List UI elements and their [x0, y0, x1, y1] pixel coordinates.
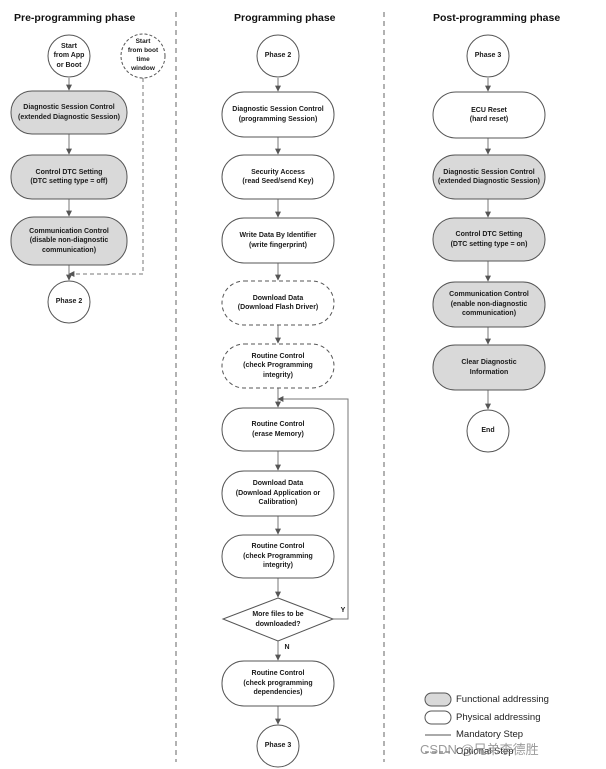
watermark: CSDN @兄弟李德胜 [420, 742, 539, 757]
node-prog-dl-driver [221, 280, 335, 326]
connector-prog-loop [277, 396, 349, 620]
node-prog-wdbi [221, 217, 335, 264]
node-prog-rc-check1 [221, 343, 335, 389]
node-post-comm [432, 281, 546, 328]
pre-programming-title: Pre-programming phase [14, 12, 136, 24]
post-programming-title: Post-programming phase [433, 12, 561, 24]
node-prog-sec [221, 154, 335, 200]
connector-pre-optional [68, 78, 144, 277]
node-pre-comm [10, 216, 128, 266]
node-prog-decision [221, 597, 335, 642]
node-prog-dsc [221, 91, 335, 138]
node-post-clear [432, 344, 546, 391]
node-pre-phase2 [47, 280, 91, 324]
legend-physical-swatch [424, 710, 452, 725]
node-post-dsc [432, 154, 546, 200]
legend-functional-label: Functional addressing [456, 694, 549, 705]
node-pre-dsc [10, 90, 128, 135]
legend-functional-swatch [424, 692, 452, 707]
node-prog-rc-erase [221, 407, 335, 452]
node-prog-rc-dep [221, 660, 335, 707]
node-post-phase3 [466, 34, 510, 78]
node-pre-start-boot [120, 33, 166, 79]
node-prog-rc-check2 [221, 534, 335, 579]
legend-optional-label: Optional Step [456, 746, 514, 757]
legend-mandatory-label: Mandatory Step [456, 729, 524, 740]
node-post-reset [432, 91, 546, 139]
node-post-end [466, 409, 510, 453]
legend-physical-label: Physical addressing [456, 712, 541, 723]
node-post-dtc [432, 217, 546, 262]
node-prog-phase2 [256, 34, 300, 78]
node-prog-dl-app [221, 470, 335, 517]
programming-title: Programming phase [234, 12, 336, 24]
node-pre-start-app [47, 34, 91, 78]
node-pre-dtc [10, 154, 128, 200]
node-prog-phase3 [256, 724, 300, 768]
